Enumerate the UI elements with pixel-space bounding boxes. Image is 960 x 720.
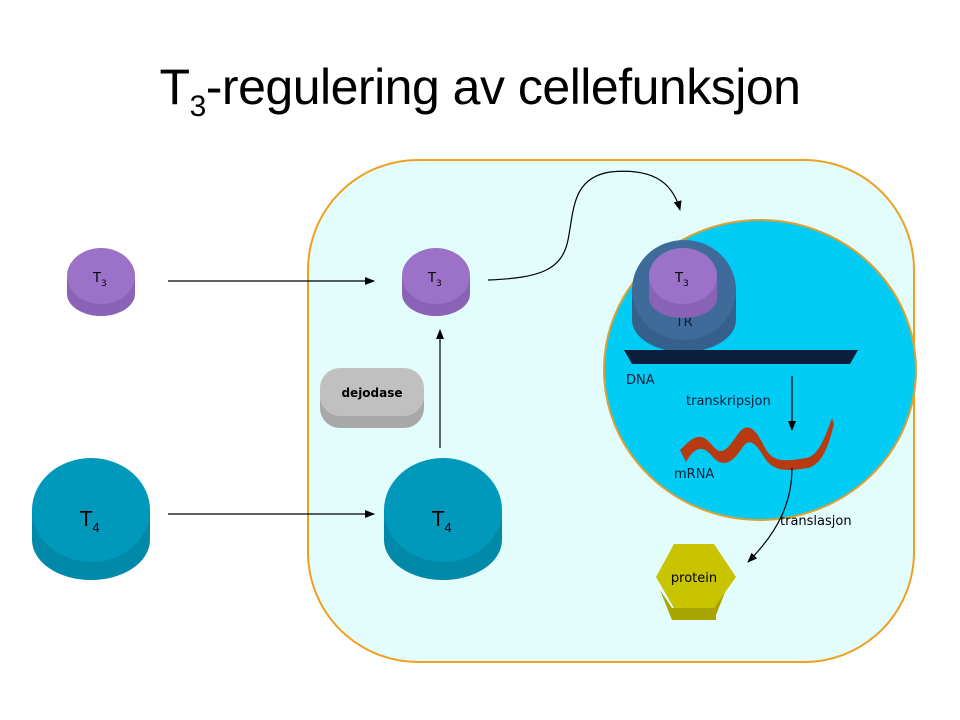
title-subscript: 3: [189, 90, 207, 123]
t3-outside-molecule: T3: [67, 248, 135, 316]
transcription-label: transkripsjon: [686, 394, 771, 409]
protein-molecule: protein: [656, 544, 736, 620]
slide-title: T3-regulering av cellefunksjon: [0, 58, 960, 124]
t4-inside-molecule: T4: [384, 458, 502, 580]
dejodase-enzyme: dejodase: [320, 368, 424, 428]
dna-label: DNA: [626, 373, 655, 388]
mrna-ribbon: [680, 418, 834, 470]
t3-outside-label: T3: [92, 271, 107, 289]
t3-inside-molecule: T3: [402, 248, 470, 316]
t4-inside-label: T4: [431, 507, 452, 535]
t3-inside-label: T3: [427, 271, 442, 289]
t4-outside-molecule: T4: [32, 458, 150, 580]
dna-strand: [624, 350, 858, 364]
t3-bound-label: T3: [674, 271, 689, 289]
mrna-label: mRNA: [674, 467, 714, 482]
t4-outside-label: T4: [79, 507, 100, 535]
t3-bound-molecule: T3: [649, 248, 717, 318]
dejodase-label: dejodase: [341, 386, 402, 400]
translation-arrow: [747, 467, 793, 563]
receptor-label: TR: [675, 315, 693, 330]
protein-label: protein: [671, 571, 717, 586]
translation-label: translasjon: [780, 514, 852, 529]
title-t: T: [159, 59, 191, 115]
title-text: -regulering av cellefunksjon: [205, 59, 801, 115]
t3-to-nucleus-arrow: [487, 170, 682, 281]
